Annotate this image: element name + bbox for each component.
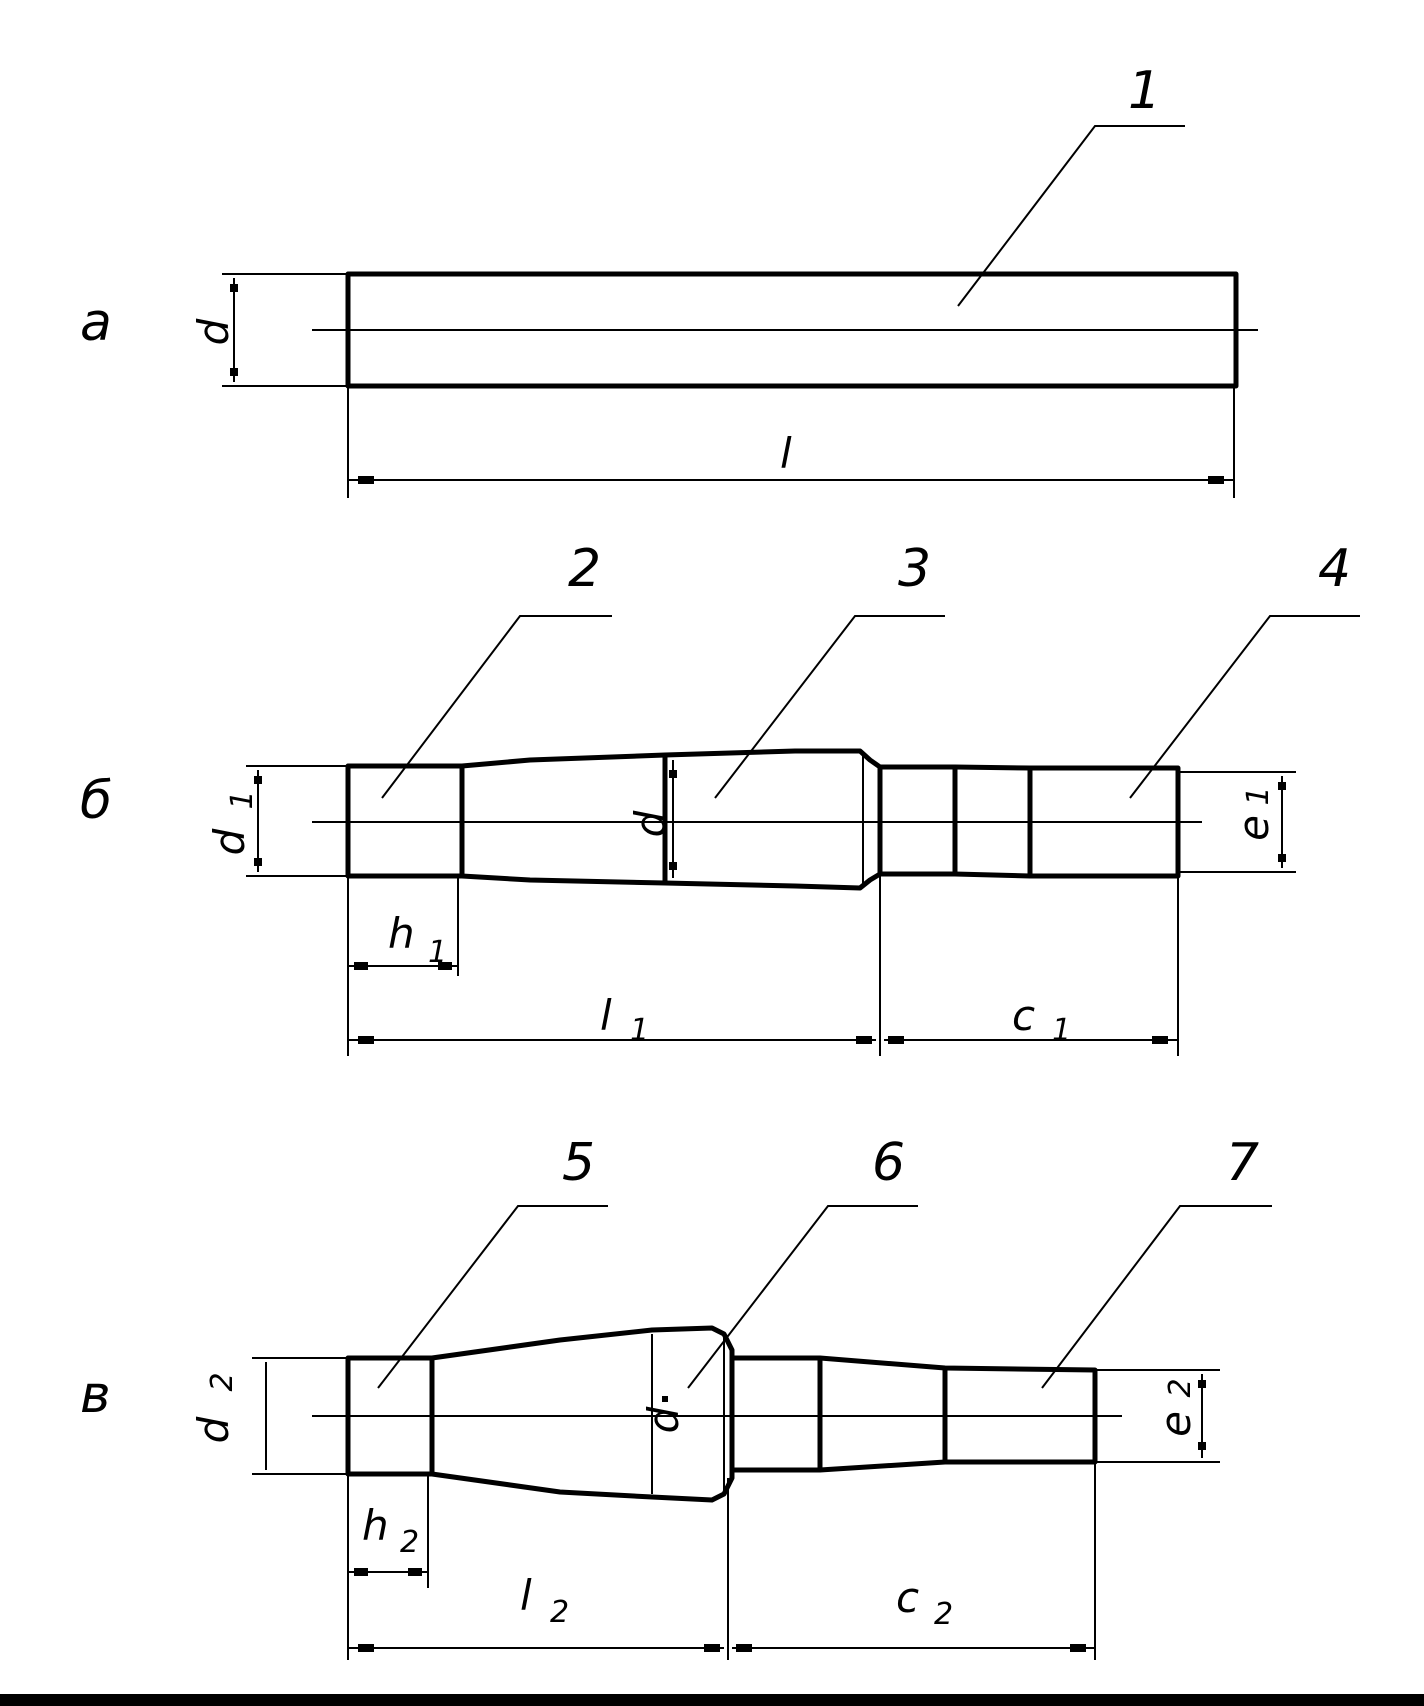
leader-6: [687, 1205, 918, 1389]
dim-l1-subscript: 1: [630, 1013, 649, 1048]
callout-2: 2: [568, 539, 601, 599]
dim-c1: c: [1012, 991, 1035, 1040]
arrow-h1-right: [438, 962, 452, 970]
part-profile-b: [345, 748, 1181, 891]
dim-l1: l: [600, 991, 612, 1040]
leader-1: [957, 125, 1185, 307]
dim-d1-subscript: 1: [225, 790, 260, 809]
callout-1: 1: [1128, 61, 1161, 121]
arrow-d-mid-bottom: [669, 862, 677, 870]
dim-h1-subscript: 1: [428, 935, 447, 970]
arrow-l1-left: [358, 1036, 374, 1044]
arrow-l-right: [1208, 476, 1224, 484]
dim-e2: e: [1151, 1411, 1200, 1437]
view-v: в 5 6 7 d 2 d e 2: [80, 1133, 1272, 1660]
view-b: б 2 3 4 d 1 d: [80, 539, 1360, 1056]
arrow-e2-top: [1198, 1380, 1206, 1388]
leader-3: [714, 615, 945, 799]
arrow-d-bottom: [230, 368, 238, 376]
bottom-border: [0, 1694, 1424, 1706]
dim-c2: c: [896, 1573, 919, 1622]
dim-d-mid2: d: [639, 1406, 688, 1433]
arrow-l1-right: [856, 1036, 872, 1044]
arrow-e2-bottom: [1198, 1442, 1206, 1450]
dim-l: l: [780, 429, 792, 478]
arrow-l-left: [358, 476, 374, 484]
callout-6: 6: [872, 1133, 905, 1193]
dim-d2-subscript: 2: [205, 1372, 240, 1391]
dim-c2-subscript: 2: [934, 1597, 953, 1632]
callout-3: 3: [898, 539, 931, 599]
mark-d-mid2: [662, 1396, 668, 1402]
callout-5: 5: [562, 1133, 595, 1193]
dim-h2-subscript: 2: [400, 1525, 419, 1560]
arrow-h2-left: [354, 1568, 368, 1576]
view-label-b: б: [80, 771, 112, 831]
callout-4: 4: [1318, 539, 1351, 599]
dim-d2: d: [189, 1416, 238, 1443]
arrow-e1-top: [1278, 782, 1286, 790]
leader-7: [1041, 1205, 1272, 1389]
dim-e2-subscript: 2: [1163, 1378, 1198, 1397]
dim-c1-subscript: 1: [1052, 1013, 1071, 1048]
leader-4: [1129, 615, 1360, 799]
dim-h1: h: [388, 909, 415, 958]
arrow-c2-right: [1070, 1644, 1086, 1652]
view-a: а 1 d l: [80, 61, 1258, 498]
dim-h2: h: [362, 1501, 389, 1550]
arrow-h2-right: [408, 1568, 422, 1576]
dim-l2-subscript: 2: [550, 1595, 569, 1630]
dim-d-mid: d: [626, 810, 675, 837]
dim-d: d: [189, 318, 238, 345]
part-profile-v: [345, 1325, 1098, 1503]
leader-2: [381, 615, 612, 799]
arrow-d1-bottom: [254, 858, 262, 866]
arrow-e1-bottom: [1278, 854, 1286, 862]
dim-e1: e: [1229, 815, 1278, 841]
view-label-a: а: [80, 293, 112, 353]
arrow-d-mid-top: [669, 770, 677, 778]
arrow-c1-right: [1152, 1036, 1168, 1044]
arrow-c2-left: [736, 1644, 752, 1652]
arrow-d1-top: [254, 776, 262, 784]
arrow-l2-left: [358, 1644, 374, 1652]
arrow-d-top: [230, 284, 238, 292]
dim-d1: d: [205, 828, 254, 855]
callout-7: 7: [1226, 1133, 1259, 1193]
leader-5: [377, 1205, 608, 1389]
arrow-h1-left: [354, 962, 368, 970]
arrow-c1-left: [888, 1036, 904, 1044]
view-label-v: в: [80, 1365, 111, 1425]
dim-l2: l: [520, 1571, 532, 1620]
arrow-l2-right: [704, 1644, 720, 1652]
dim-e1-subscript: 1: [1241, 786, 1276, 805]
